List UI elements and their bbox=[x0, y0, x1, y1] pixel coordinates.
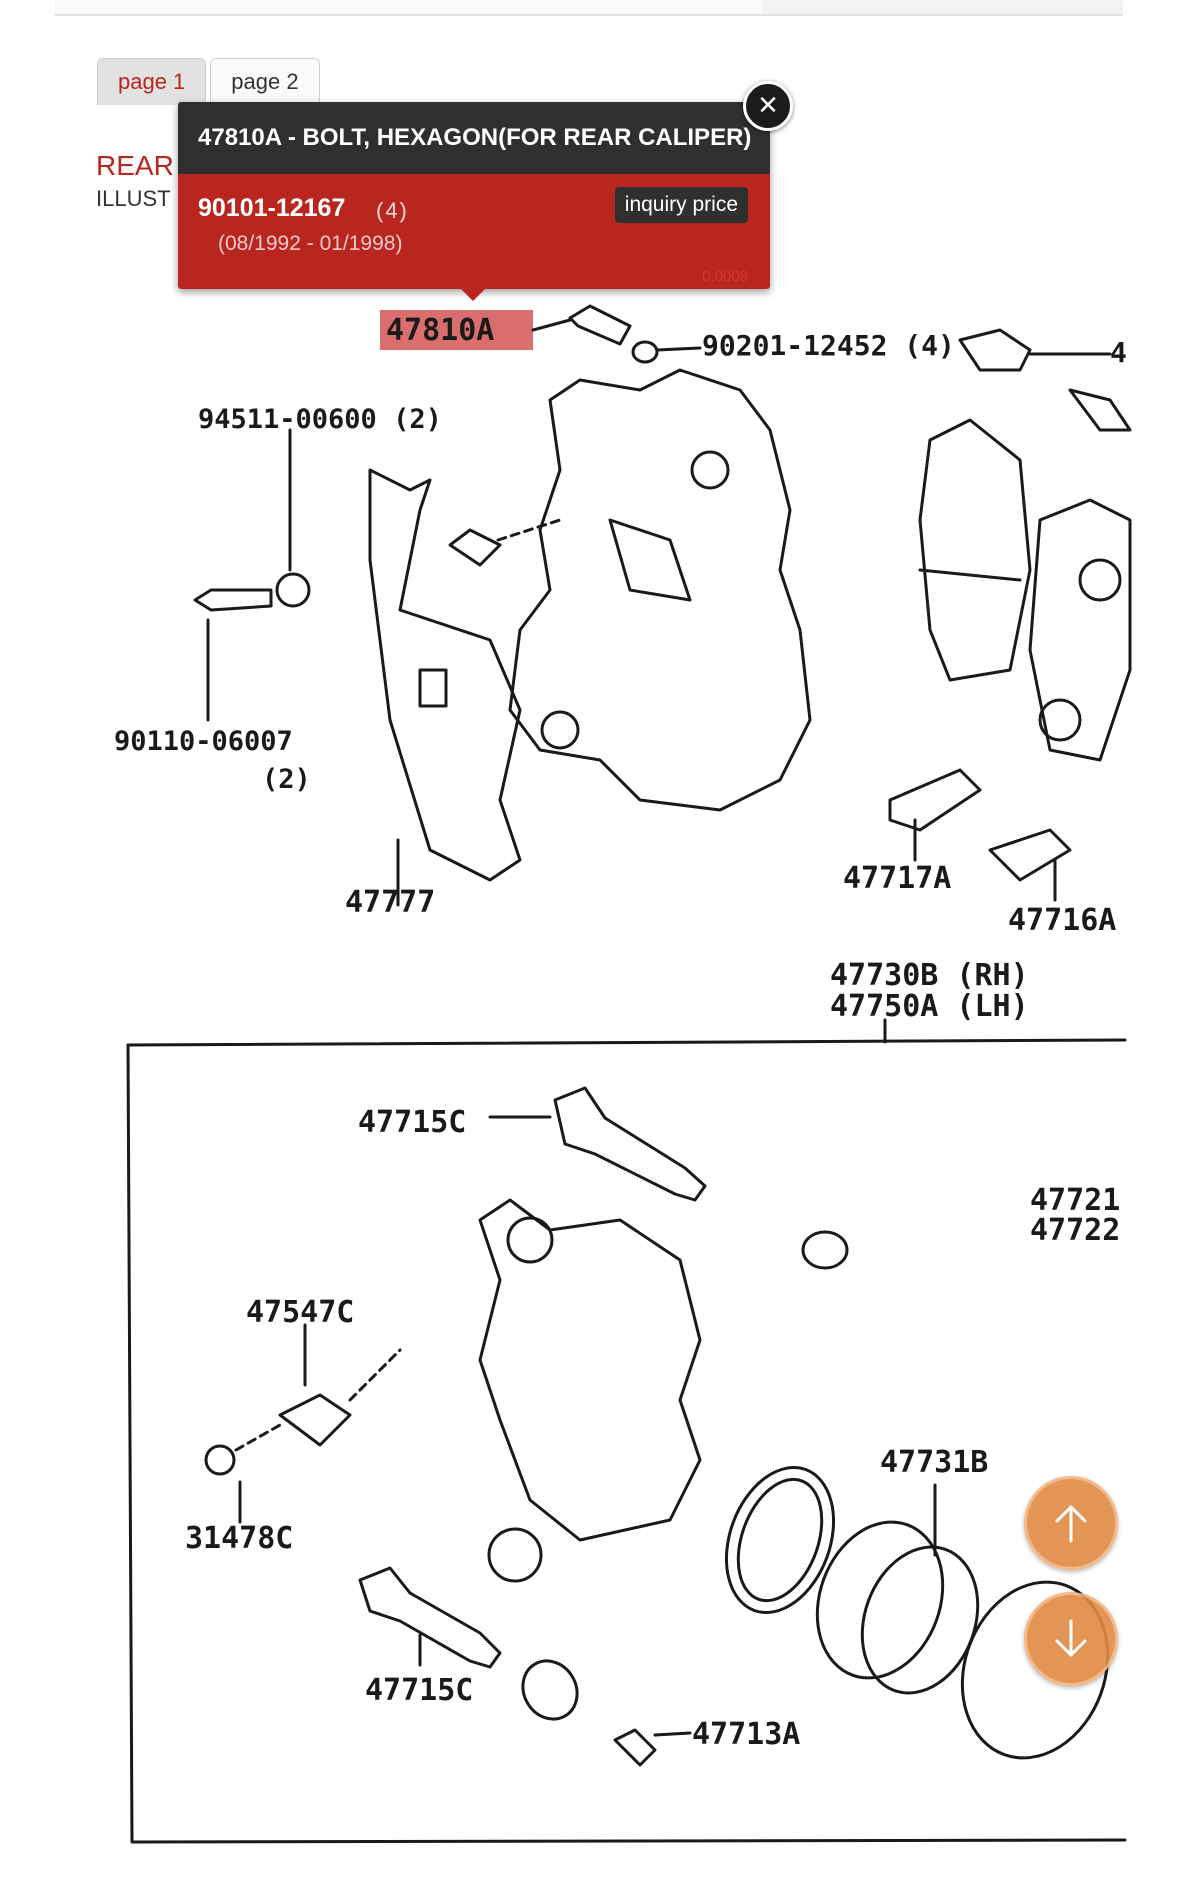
section-title: REAR bbox=[96, 150, 174, 181]
label-47810A[interactable]: 47810A bbox=[386, 313, 494, 348]
label-47547C[interactable]: 47547C bbox=[246, 1295, 354, 1330]
section-subtitle: ILLUST bbox=[96, 186, 171, 211]
label-47731B[interactable]: 47731B bbox=[880, 1445, 988, 1480]
label-90201-12452[interactable]: 90201-12452 (4) bbox=[702, 329, 955, 362]
label-47730B[interactable]: 47730B (RH) bbox=[830, 958, 1029, 993]
label-47713A[interactable]: 47713A bbox=[692, 1717, 800, 1752]
date-range: (08/1992 - 01/1998) bbox=[218, 232, 403, 255]
label-47715C-upper[interactable]: 47715C bbox=[358, 1105, 466, 1140]
tab-page-1[interactable]: page 1 bbox=[97, 58, 207, 105]
label-47717A[interactable]: 47717A bbox=[843, 861, 951, 896]
part-number[interactable]: 90101-12167 bbox=[198, 194, 346, 222]
popup-body: 90101-12167 (4) (08/1992 - 01/1998) inqu… bbox=[178, 174, 770, 301]
label-47721[interactable]: 47721 bbox=[1030, 1183, 1120, 1218]
label-90110-06007-qty: (2) bbox=[262, 764, 311, 795]
label-47716A[interactable]: 47716A bbox=[1008, 903, 1116, 938]
label-31478C[interactable]: 31478C bbox=[185, 1521, 293, 1556]
close-icon[interactable]: ✕ bbox=[743, 81, 793, 131]
label-94511-00600[interactable]: 94511-00600 (2) bbox=[198, 404, 442, 435]
part-popup: 47810A - BOLT, HEXAGON(FOR REAR CALIPER)… bbox=[178, 102, 770, 301]
inquiry-price-button[interactable]: inquiry price bbox=[614, 187, 748, 223]
label-47777[interactable]: 47777 bbox=[345, 885, 435, 920]
label-47750A[interactable]: 47750A (LH) bbox=[830, 989, 1029, 1024]
faint-value: 0.0008 bbox=[702, 268, 748, 285]
part-quantity: (4) bbox=[376, 198, 409, 223]
scroll-down-button[interactable] bbox=[1024, 1592, 1118, 1686]
arrow-down-icon bbox=[1055, 1619, 1087, 1658]
top-bar bbox=[55, 0, 1123, 16]
arrow-up-icon bbox=[1055, 1504, 1087, 1543]
label-90110-06007[interactable]: 90110-06007 bbox=[114, 726, 293, 757]
label-top-right[interactable]: 4 bbox=[1110, 336, 1127, 369]
highlight-47810A[interactable] bbox=[380, 310, 533, 350]
page-tabs: page 1 page 2 bbox=[97, 58, 324, 106]
label-47722[interactable]: 47722 bbox=[1030, 1213, 1120, 1248]
popup-title: 47810A - BOLT, HEXAGON(FOR REAR CALIPER) bbox=[178, 102, 770, 174]
label-47715C-lower[interactable]: 47715C bbox=[365, 1673, 473, 1708]
top-bar-segment bbox=[763, 0, 1123, 14]
scroll-up-button[interactable] bbox=[1024, 1476, 1118, 1570]
tab-page-2[interactable]: page 2 bbox=[210, 58, 320, 105]
popup-pointer bbox=[460, 288, 486, 301]
